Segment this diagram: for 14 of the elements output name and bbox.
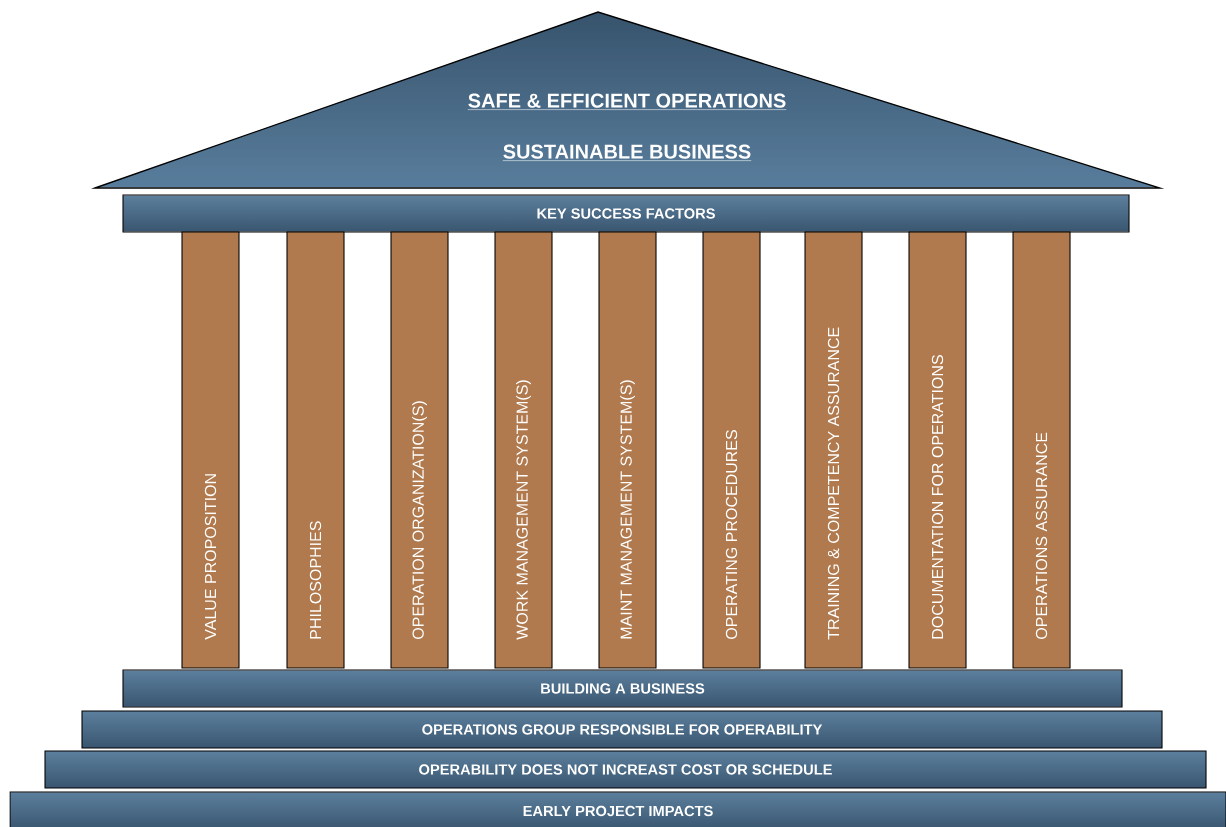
pillar: VALUE PROPOSITION <box>181 231 240 669</box>
pillar: OPERATING PROCEDURES <box>702 231 761 669</box>
pillar: OPERATION ORGANIZATION(S) <box>390 231 449 669</box>
pillar: PHILOSOPHIES <box>286 231 345 669</box>
step-bar: BUILDING A BUSINESS <box>122 669 1123 708</box>
pillar: TRAINING & COMPETENCY ASSURANCE <box>804 231 863 669</box>
pillar: WORK MANAGEMENT SYSTEM(S) <box>494 231 553 669</box>
pillar: MAINT MANAGEMENT SYSTEM(S) <box>598 231 657 669</box>
step-bar: OPERATIONS GROUP RESPONSIBLE FOR OPERABILITY <box>81 710 1163 749</box>
pillar: OPERATIONS ASSURANCE <box>1012 231 1071 669</box>
header-bar: KEY SUCCESS FACTORS <box>122 194 1130 233</box>
pillar: DOCUMENTATION FOR OPERATIONS <box>908 231 967 669</box>
step-bar: EARLY PROJECT IMPACTS <box>9 791 1226 827</box>
step-bar: OPERABILITY DOES NOT INCREAST COST OR SCHEDULE <box>44 750 1207 789</box>
